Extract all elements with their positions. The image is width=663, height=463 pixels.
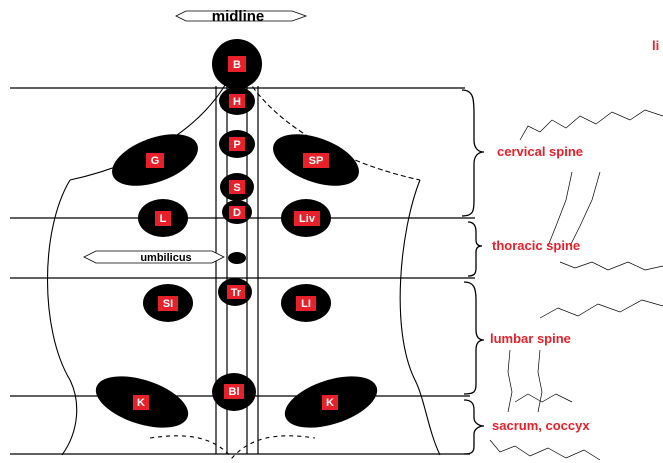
organ-label-tr: Tr (231, 287, 242, 299)
organ-label-p: P (233, 139, 240, 151)
label-box-bl (224, 384, 244, 399)
jagged-connectors (489, 109, 663, 461)
brace-cervical (461, 89, 485, 217)
label-box-s (229, 180, 245, 194)
jagged-3 (569, 171, 601, 247)
organ-label-li: LI (301, 298, 311, 310)
jagged-7 (537, 349, 543, 413)
organ-label-k-right: K (326, 397, 334, 409)
horizontal-lines (10, 87, 475, 455)
midline-label: midline (175, 8, 308, 25)
label-box-li (296, 296, 316, 311)
organ-label-l: L (160, 213, 167, 225)
jagged-1 (519, 109, 663, 141)
organ-label-b-top: B (233, 59, 241, 71)
umbilicus-dot (228, 252, 246, 264)
organ-label-boxes (133, 56, 338, 410)
right-side (399, 179, 441, 456)
label-box-liv (294, 211, 320, 226)
organ-label-bl: Bl (229, 386, 240, 398)
label-box-b-top (228, 56, 246, 72)
brace-sacrum (463, 399, 485, 455)
region-thoracic-spine: thoracic spine (492, 238, 580, 253)
label-box-p (229, 137, 245, 151)
organ-label-sp: SP (309, 155, 324, 167)
pelvis-curve (149, 435, 316, 459)
region-cervical-spine: cervical spine (497, 144, 583, 159)
brace-thoracic (467, 221, 483, 277)
organ-label-h: H (233, 96, 241, 108)
organ-label-k-left: K (137, 397, 145, 409)
jagged-5 (539, 299, 663, 319)
region-lumbar-spine: lumbar spine (490, 331, 571, 346)
label-box-d (229, 206, 245, 219)
label-box-g (146, 153, 164, 168)
left-side (47, 179, 78, 456)
jagged-2 (547, 171, 573, 247)
organ-label-si: SI (163, 298, 173, 310)
label-box-h (229, 94, 245, 108)
label-box-k-right (322, 395, 338, 410)
umbilicus-label: umbilicus (83, 250, 225, 264)
label-box-tr (227, 285, 245, 299)
jagged-8 (514, 393, 573, 403)
brace-lumbar (463, 281, 485, 395)
label-box-sp (303, 153, 329, 168)
spine-region-labels: cervical spine thoracic spine lumbar spi… (490, 144, 590, 433)
jagged-9 (489, 439, 601, 461)
organ-label-d: D (233, 207, 241, 219)
jagged-6 (507, 349, 513, 413)
midline-text: midline (212, 8, 265, 25)
braces (461, 89, 485, 455)
organ-label-s: S (233, 182, 240, 194)
corner-text: li (652, 38, 659, 53)
label-box-l (155, 211, 171, 226)
jagged-4 (559, 261, 663, 271)
umbilicus-text: umbilicus (140, 252, 191, 264)
organ-labels: B H P S D G SP L Liv Tr SI LI Bl K K (137, 59, 334, 409)
label-box-k-left (133, 395, 149, 410)
organ-label-g: G (151, 155, 160, 167)
label-box-si (158, 296, 178, 311)
organ-label-liv: Liv (299, 213, 316, 225)
region-sacrum-coccyx: sacrum, coccyx (492, 418, 590, 433)
